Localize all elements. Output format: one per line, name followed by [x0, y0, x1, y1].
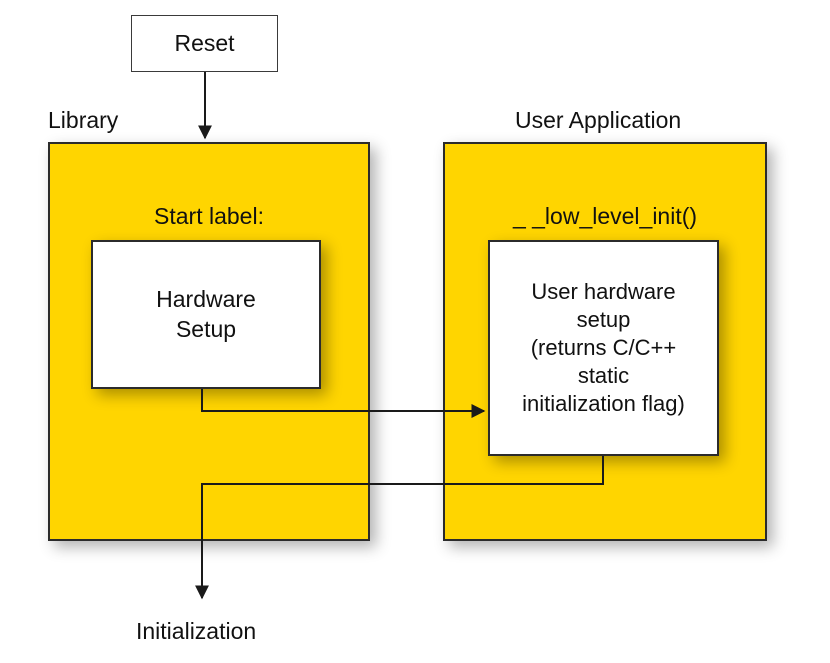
region-caption-low-level-init: _ _low_level_init(): [512, 203, 698, 229]
node-hardware-setup-line-2: Setup: [175, 315, 237, 342]
terminal-label-initialization: Initialization: [136, 618, 257, 644]
region-caption-start-label: Start label:: [154, 203, 264, 229]
node-hardware-setup-line-1: Hardware: [156, 286, 256, 313]
node-user-hardware-setup-line-3: (returns C/C++: [530, 334, 677, 360]
region-label-library: Library: [48, 107, 119, 133]
node-user-hardware-setup-line-4: static: [577, 363, 630, 389]
node-user-hardware-setup-text: User hardware setup (returns C/C++ stati…: [522, 278, 685, 419]
node-user-hardware-setup-line-2: setup: [576, 306, 631, 332]
node-reset-label: Reset: [174, 30, 235, 56]
node-hardware-setup[interactable]: Hardware Setup: [91, 240, 321, 389]
node-user-hardware-setup[interactable]: User hardware setup (returns C/C++ stati…: [488, 240, 719, 456]
region-label-user-application: User Application: [515, 107, 682, 133]
node-reset[interactable]: Reset: [131, 15, 278, 72]
node-hardware-setup-text: Hardware Setup: [156, 285, 256, 344]
node-user-hardware-setup-line-5: initialization flag): [522, 391, 685, 417]
node-user-hardware-setup-line-1: User hardware: [531, 278, 676, 304]
